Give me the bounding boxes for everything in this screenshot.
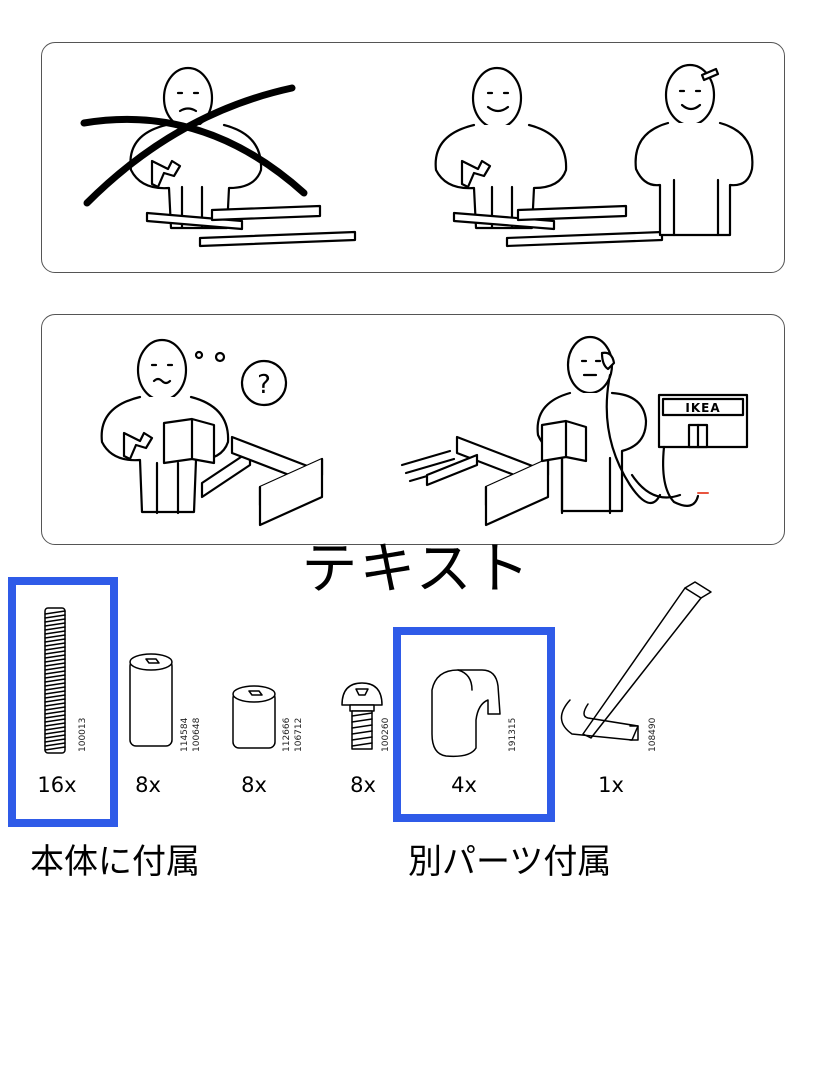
caption-included-with-body: 本体に付属 <box>30 842 200 882</box>
part-qty-5: 4x <box>451 773 477 797</box>
part-number-2a: 114584 <box>180 717 190 752</box>
contact-ikea-illustration: ? IKEA <box>100 335 749 527</box>
part-qty-3: 8x <box>241 773 267 797</box>
helper-figure <box>634 63 754 237</box>
part-number-2b: 100648 <box>192 717 202 752</box>
ikea-store-building <box>657 393 749 449</box>
boards-stack-right <box>452 204 664 248</box>
hardware-parts-drawings <box>44 581 712 758</box>
illustration-panel-two-people <box>41 42 785 273</box>
page-heading: テキスト <box>301 537 532 602</box>
ikea-cable <box>662 445 700 507</box>
part-qty-6: 1x <box>598 773 624 797</box>
cross-out-marks <box>80 84 308 207</box>
question-mark: ? <box>257 370 271 400</box>
furniture-frame-left <box>200 435 324 527</box>
part-number-4: 100260 <box>381 717 391 752</box>
ikea-sign-label: IKEA <box>685 401 720 415</box>
illustration-panel-call-ikea: ? IKEA <box>41 314 785 545</box>
long-spacer-part <box>129 653 173 747</box>
part-number-3a: 112666 <box>282 717 292 752</box>
allen-key-part <box>560 581 712 741</box>
highlight-box-included-part <box>8 577 118 827</box>
phone-cord-lower <box>630 473 682 499</box>
confused-worker-figure <box>100 338 230 515</box>
caption-separate-parts: 別パーツ付属 <box>408 842 612 882</box>
bolt-part <box>341 682 383 750</box>
phoning-worker-figure <box>536 335 648 515</box>
hook-cap-part <box>431 669 501 758</box>
part-qty-1: 16x <box>37 773 77 797</box>
boards-stack-left <box>145 204 357 248</box>
part-number-3b: 106712 <box>294 717 304 752</box>
part-qty-4: 8x <box>350 773 376 797</box>
threaded-rod-part <box>44 607 66 754</box>
worker-figure-with-hammer <box>434 66 568 230</box>
part-qty-2: 8x <box>135 773 161 797</box>
thought-bubbles <box>194 350 288 407</box>
two-person-assembly-illustration <box>80 63 754 248</box>
short-spacer-part <box>232 685 276 749</box>
part-number-6: 108490 <box>648 717 658 752</box>
phone-cord <box>605 373 662 505</box>
highlight-box-separate-part <box>393 627 555 822</box>
furniture-frame-right <box>400 435 550 527</box>
